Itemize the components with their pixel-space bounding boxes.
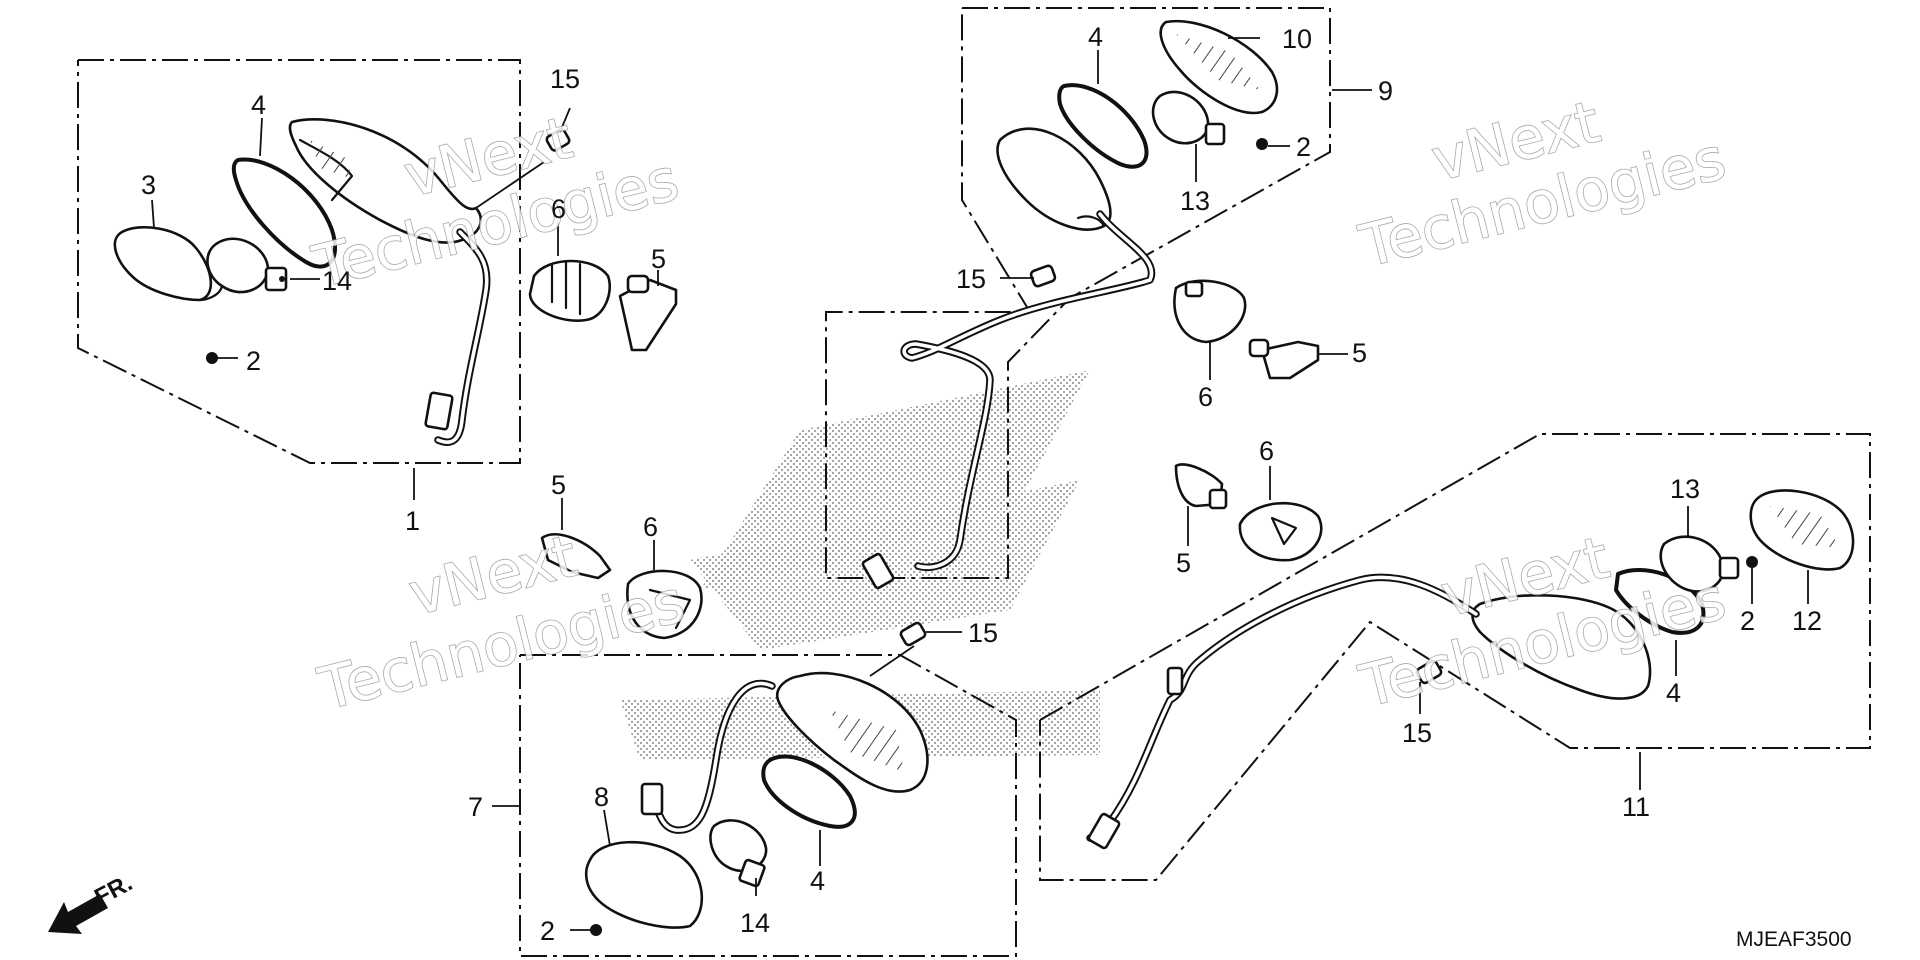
callout-4: 4 (251, 90, 266, 120)
callout-13: 13 (1180, 186, 1210, 216)
screw-2-upper-left (206, 352, 238, 364)
callout-11: 11 (1622, 792, 1650, 822)
callout-5: 5 (651, 244, 666, 274)
housing-upper-center (996, 127, 1112, 231)
screw-15-upper-left (545, 107, 571, 152)
callout-15: 15 (968, 618, 998, 648)
grommet-5-a (618, 270, 678, 352)
callout-1: 1 (405, 506, 420, 536)
gasket-4-right (1614, 568, 1706, 635)
callout-12: 12 (1792, 606, 1822, 636)
socket-6-c (1238, 466, 1323, 562)
loose-parts (528, 222, 1348, 640)
assembly-group-1 (77, 59, 571, 500)
callout-2: 2 (540, 916, 555, 946)
callout-15: 15 (1402, 718, 1432, 748)
grommet-5-d (540, 498, 612, 580)
bulb-14-upper (206, 237, 288, 294)
callout-8: 8 (594, 782, 609, 812)
lens-8 (584, 840, 704, 929)
assembly-group-9 (825, 7, 1372, 590)
gasket-4-lower-center (761, 754, 857, 829)
gasket-4-upper (231, 157, 338, 269)
callout-5: 5 (1352, 338, 1367, 368)
callout-4: 4 (1088, 22, 1103, 52)
front-arrow-icon (48, 894, 108, 934)
callout-15: 15 (550, 64, 580, 94)
bulb-14-lower (709, 819, 768, 888)
housing-upper-left (288, 118, 483, 244)
socket-6-a (528, 222, 611, 322)
callout-5: 5 (551, 470, 566, 500)
grommet-5-b (1248, 338, 1348, 380)
callout-2: 2 (1296, 132, 1311, 162)
callout-10: 10 (1282, 24, 1312, 54)
assembly-group-7 (492, 621, 1017, 957)
callout-9: 9 (1378, 76, 1393, 106)
front-direction-marker: FR. (48, 869, 137, 934)
callout-2: 2 (246, 346, 261, 376)
callout-2: 2 (1740, 606, 1755, 636)
watermarks: vNext Technologies vNext Technologies vN… (305, 87, 1733, 725)
callouts: 3 4 14 2 15 6 5 1 4 10 9 2 13 15 5 6 6 5… (141, 22, 1822, 946)
callout-14: 14 (740, 908, 770, 938)
socket-6-d (626, 540, 703, 640)
callout-5: 5 (1176, 548, 1191, 578)
bulb-13-top (1151, 90, 1226, 146)
callout-14: 14 (322, 266, 352, 296)
grommet-5-c (1174, 463, 1228, 546)
callout-6: 6 (1259, 436, 1274, 466)
callout-6: 6 (1198, 382, 1213, 412)
callout-15: 15 (956, 264, 986, 294)
diagram-code: MJEAF3500 (1736, 928, 1852, 951)
callout-3: 3 (141, 170, 156, 200)
callout-6: 6 (643, 512, 658, 542)
callout-13: 13 (1670, 474, 1700, 504)
callout-4: 4 (810, 866, 825, 896)
assembly-group-11 (1039, 433, 1871, 881)
callout-4: 4 (1666, 678, 1681, 708)
socket-6-b (1173, 279, 1247, 380)
gasket-4-top (1057, 83, 1149, 169)
callout-6: 6 (551, 194, 566, 224)
lens-3 (113, 225, 213, 302)
bulb-13-right (1659, 535, 1740, 593)
housing-lower-right (1471, 593, 1652, 700)
callout-7: 7 (468, 792, 483, 822)
